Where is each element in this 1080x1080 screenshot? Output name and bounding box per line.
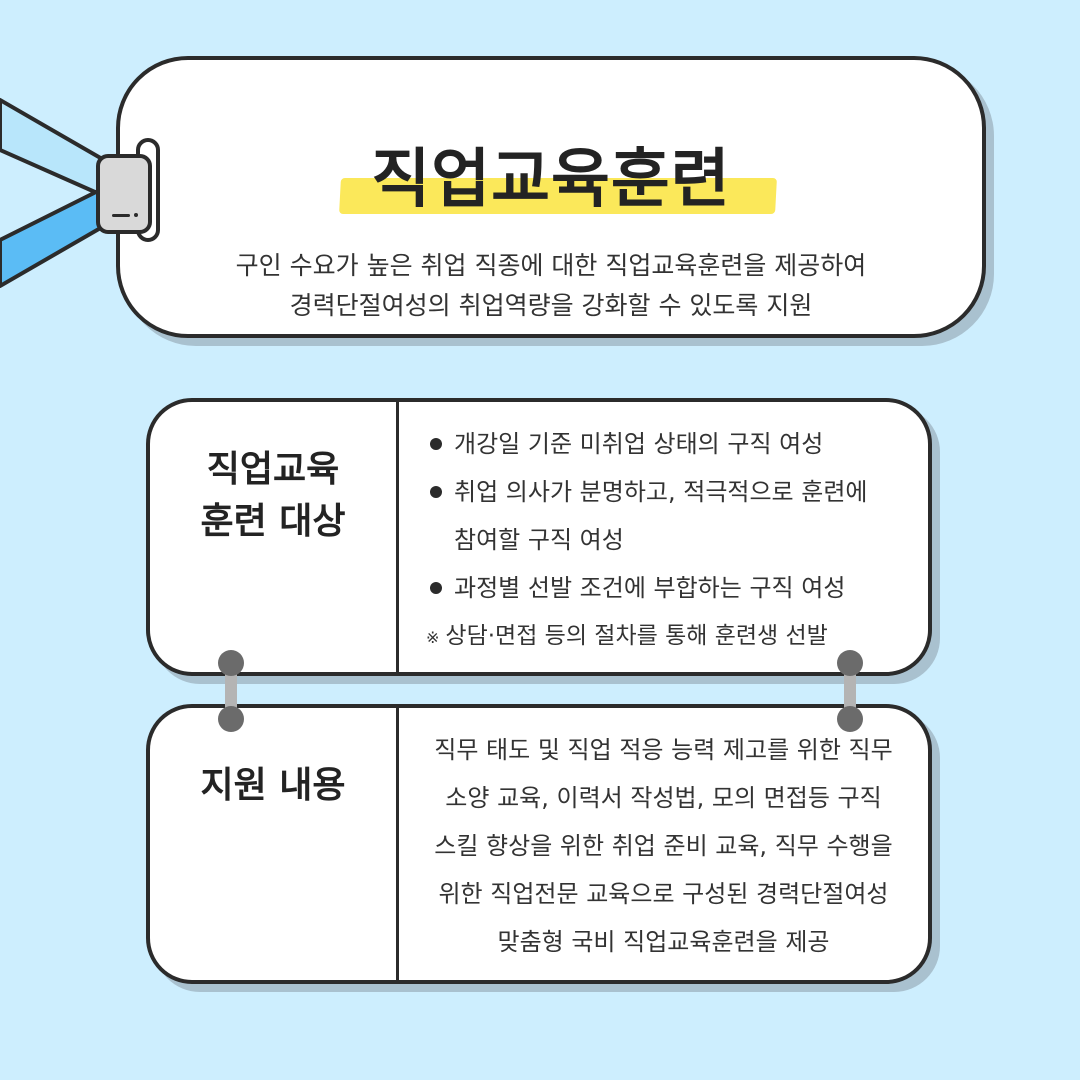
training-target-card: 직업교육 훈련 대상 개강일 기준 미취업 상태의 구직 여성 취업 의사가 분…	[146, 398, 932, 676]
card-divider	[396, 708, 399, 980]
support-content-heading: 지원 내용	[200, 765, 346, 806]
subtitle-line: 경력단절여성의 취업역량을 강화할 수 있도록 지원	[289, 291, 813, 320]
ring-bottom-dot	[837, 706, 863, 732]
card-divider	[396, 402, 399, 672]
list-item: 취업 의사가 분명하고, 적극적으로 훈련에	[426, 468, 908, 516]
page-subtitle: 구인 수요가 높은 취업 직종에 대한 직업교육훈련을 제공하여 경력단절여성의…	[120, 246, 982, 326]
content-line: 위한 직업전문 교육으로 구성된 경력단절여성	[438, 880, 889, 908]
tag-clip-icon	[96, 154, 152, 234]
subtitle-line: 구인 수요가 높은 취업 직종에 대한 직업교육훈련을 제공하여	[235, 251, 867, 280]
bullet-icon	[430, 486, 442, 498]
title-card: 직업교육훈련 구인 수요가 높은 취업 직종에 대한 직업교육훈련을 제공하여 …	[116, 56, 986, 338]
page-title: 직업교육훈련	[371, 143, 731, 217]
content-line: 스킬 향상을 위한 취업 준비 교육, 직무 수행을	[434, 832, 893, 860]
content-line: 직무 태도 및 직업 적응 능력 제고를 위한 직무	[434, 736, 893, 764]
training-target-heading: 직업교육 훈련 대상	[200, 449, 346, 542]
content-line: 맞춤형 국비 직업교육훈련을 제공	[497, 928, 830, 956]
ring-top-dot	[218, 650, 244, 676]
support-content-card: 지원 내용 직무 태도 및 직업 적응 능력 제고를 위한 직무 소양 교육, …	[146, 704, 932, 984]
support-content-text: 직무 태도 및 직업 적응 능력 제고를 위한 직무 소양 교육, 이력서 작성…	[399, 726, 928, 966]
list-item: 과정별 선발 조건에 부합하는 구직 여성	[426, 564, 908, 612]
bullet-icon	[430, 582, 442, 594]
reference-mark-icon: ※	[426, 628, 440, 647]
bullet-icon	[430, 438, 442, 450]
ring-bottom-dot	[218, 706, 244, 732]
content-line: 소양 교육, 이력서 작성법, 모의 면접등 구직	[445, 784, 882, 812]
list-item: 개강일 기준 미취업 상태의 구직 여성	[426, 420, 908, 468]
target-list: 개강일 기준 미취업 상태의 구직 여성 취업 의사가 분명하고, 적극적으로 …	[426, 420, 908, 662]
ring-top-dot	[837, 650, 863, 676]
selection-note: ※상담·면접 등의 절차를 통해 훈련생 선발	[426, 623, 828, 649]
list-item-continuation: 참여할 구직 여성	[454, 526, 624, 554]
